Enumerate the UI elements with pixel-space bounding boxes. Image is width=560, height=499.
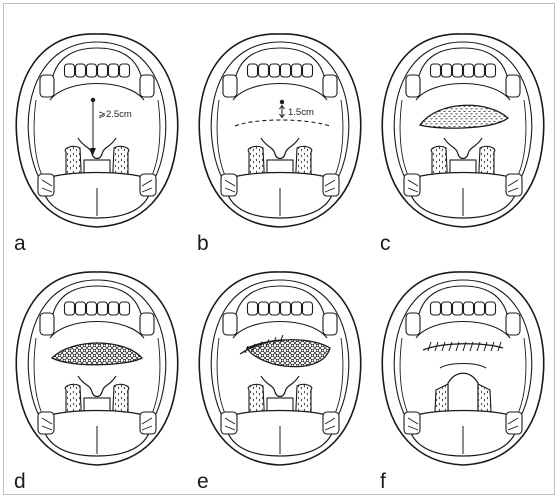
tooth [464, 64, 474, 77]
tooth [292, 64, 302, 77]
panel-label: c [380, 232, 391, 255]
upper-molar-right [323, 75, 337, 97]
tooth [98, 302, 108, 315]
tooth [259, 302, 269, 315]
tooth [65, 302, 75, 315]
lower-molar-right [140, 174, 156, 196]
lower-molar-left [38, 174, 54, 196]
tooth [259, 64, 269, 77]
panel-label: b [197, 232, 209, 255]
tooth [486, 64, 496, 77]
upper-molar-right [323, 313, 337, 335]
upper-molar-left [406, 75, 420, 97]
tooth [303, 302, 313, 315]
lower-molar-left [221, 174, 237, 196]
panel-label: e [197, 470, 209, 493]
upper-molar-right [140, 313, 154, 335]
tooth [431, 302, 441, 315]
upper-molar-left [406, 313, 420, 335]
tooth [65, 64, 75, 77]
tooth [442, 302, 452, 315]
tooth [270, 64, 280, 77]
tooth [76, 64, 86, 77]
lower-molar-left [221, 412, 237, 434]
lower-molar-left [404, 174, 420, 196]
tooth [109, 302, 119, 315]
tooth [281, 302, 291, 315]
tooth [87, 64, 97, 77]
upper-molar-right [506, 75, 520, 97]
measure-start-dot [91, 98, 95, 102]
lower-molar-right [506, 412, 522, 434]
panel-label: f [380, 470, 386, 493]
tooth [248, 302, 258, 315]
lower-molar-right [323, 174, 339, 196]
upper-molar-left [223, 75, 237, 97]
tooth [87, 302, 97, 315]
upper-molar-right [506, 313, 520, 335]
lower-molar-right [506, 174, 522, 196]
tooth [292, 302, 302, 315]
tooth [475, 302, 485, 315]
tooth [98, 64, 108, 77]
tooth [120, 302, 130, 315]
lower-molar-left [38, 412, 54, 434]
panel-a: ⩾2.5cm a [14, 34, 178, 255]
measure-start-dot [280, 100, 284, 104]
tooth [281, 64, 291, 77]
upper-molar-left [40, 75, 54, 97]
panel-label: d [14, 470, 26, 493]
lower-molar-left [404, 412, 420, 434]
lower-molar-right [323, 412, 339, 434]
tooth [464, 302, 474, 315]
measure-label: ⩾2.5cm [98, 109, 132, 120]
lower-molar-right [140, 412, 156, 434]
tooth [109, 64, 119, 77]
tooth [270, 302, 280, 315]
tooth [442, 64, 452, 77]
tooth [475, 64, 485, 77]
tooth [76, 302, 86, 315]
tooth [303, 64, 313, 77]
panel-e: e [197, 272, 361, 493]
upper-molar-left [40, 313, 54, 335]
tooth [120, 64, 130, 77]
panel-d: d [14, 272, 178, 493]
panel-b: 1.5cm b [197, 34, 361, 255]
tooth [431, 64, 441, 77]
tooth [453, 302, 463, 315]
panel-f: f [380, 272, 544, 493]
upper-molar-left [223, 313, 237, 335]
panel-c: c [380, 34, 544, 255]
measure-label: 1.5cm [288, 107, 314, 118]
tooth [248, 64, 258, 77]
panel-label: a [14, 232, 26, 255]
upper-molar-right [140, 75, 154, 97]
tooth [486, 302, 496, 315]
tooth [453, 64, 463, 77]
